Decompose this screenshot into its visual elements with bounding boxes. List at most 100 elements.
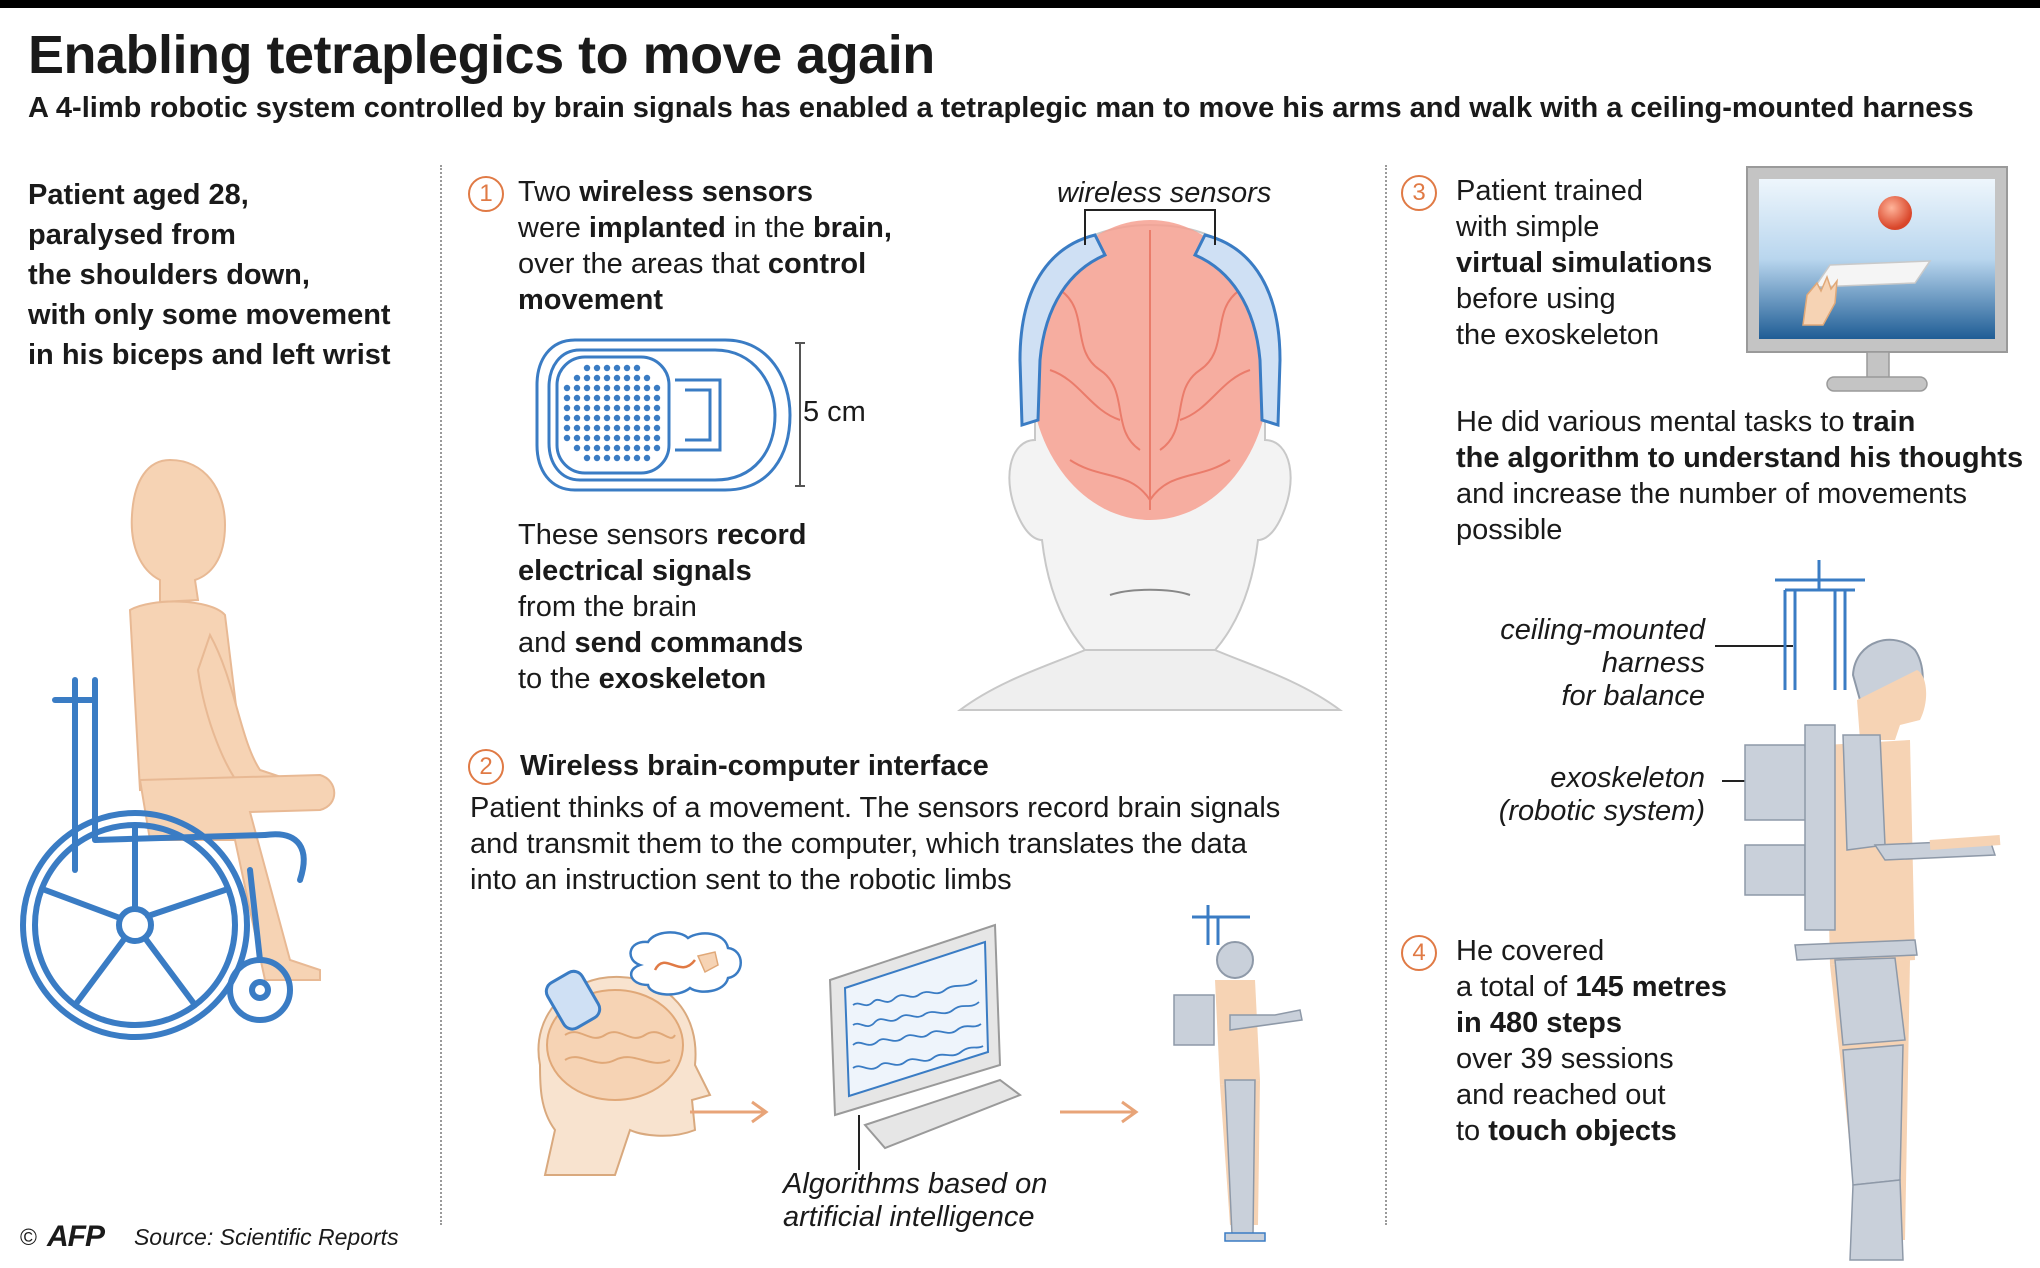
electrode-dot <box>653 434 661 442</box>
electrode-dot <box>623 394 631 402</box>
electrode-dot <box>593 364 601 372</box>
top-rule <box>0 0 2040 8</box>
exoskeleton-label: exoskeleton (robotic system) <box>1498 762 1705 827</box>
electrode-dot <box>603 374 611 382</box>
electrode-dot <box>633 414 641 422</box>
copyright-symbol: © <box>20 1223 37 1250</box>
electrode-dot <box>563 394 571 402</box>
electrode-dot <box>653 414 661 422</box>
column-divider-2 <box>1385 165 1387 1225</box>
electrode-dot <box>583 364 591 372</box>
electrode-dot <box>593 374 601 382</box>
electrode-dot <box>633 434 641 442</box>
electrode-dot <box>603 434 611 442</box>
electrode-dot <box>583 454 591 462</box>
step-2-description: Patient thinks of a movement. The sensor… <box>470 792 1281 896</box>
step-2-title: Wireless brain-computer interface <box>520 750 989 782</box>
electrode-dot <box>603 414 611 422</box>
electrode-dot <box>623 454 631 462</box>
step-3-badge: 3 <box>1401 175 1437 211</box>
electrode-dot <box>573 444 581 452</box>
electrode-dot <box>573 404 581 412</box>
electrode-array <box>563 364 661 462</box>
electrode-dot <box>643 394 651 402</box>
electrode-dot <box>633 444 641 452</box>
electrode-dot <box>573 384 581 392</box>
electrode-dot <box>643 414 651 422</box>
electrode-dot <box>593 444 601 452</box>
electrode-dot <box>583 414 591 422</box>
electrode-dot <box>593 434 601 442</box>
step-2-badge: 2 <box>468 749 504 785</box>
electrode-dot <box>623 364 631 372</box>
electrode-dot <box>583 394 591 402</box>
electrode-dot <box>593 414 601 422</box>
electrode-dot <box>613 454 621 462</box>
size-bracket <box>795 342 805 487</box>
electrode-dot <box>653 394 661 402</box>
electrode-dot <box>603 424 611 432</box>
electrode-dot <box>643 454 651 462</box>
electrode-dot <box>613 414 621 422</box>
electrode-dot <box>613 364 621 372</box>
electrode-dot <box>623 414 631 422</box>
electrode-dot <box>633 424 641 432</box>
electrode-dot <box>613 424 621 432</box>
electrode-dot <box>573 414 581 422</box>
electrode-dot <box>563 404 571 412</box>
electrode-dot <box>623 374 631 382</box>
electrode-dot <box>563 414 571 422</box>
step-4-text: He covered a total of 145 metres in 480 … <box>1456 935 1727 1147</box>
electrode-dot <box>603 404 611 412</box>
electrode-dot <box>613 404 621 412</box>
electrode-dot <box>633 454 641 462</box>
electrode-dot <box>573 394 581 402</box>
electrode-dot <box>643 374 651 382</box>
credits: © AFP Source: Scientific Reports <box>20 1220 399 1254</box>
harness-label: ceiling-mounted harness for balance <box>1500 614 1705 712</box>
electrode-dot <box>633 374 641 382</box>
electrode-dot <box>643 434 651 442</box>
electrode-dot <box>563 424 571 432</box>
electrode-dot <box>623 444 631 452</box>
electrode-dot <box>593 424 601 432</box>
electrode-dot <box>573 374 581 382</box>
harness-leader-line <box>1715 645 1793 647</box>
source-note: Source: Scientific Reports <box>133 1223 399 1250</box>
thought-bubble <box>629 931 742 996</box>
electrode-dot <box>633 364 641 372</box>
electrode-dot <box>613 374 621 382</box>
electrode-dot <box>613 444 621 452</box>
electrode-dot <box>593 404 601 412</box>
electrode-dot <box>653 384 661 392</box>
electrode-dot <box>573 424 581 432</box>
electrode-dot <box>583 434 591 442</box>
electrode-dot <box>643 444 651 452</box>
electrode-dot <box>653 424 661 432</box>
electrode-dot <box>583 444 591 452</box>
electrode-dot <box>583 424 591 432</box>
electrode-dot <box>583 384 591 392</box>
step-1-text: Two wireless sensors were implanted in t… <box>518 176 892 316</box>
mental-tasks-text: He did various mental tasks to train the… <box>1456 406 2024 546</box>
step-4-badge: 4 <box>1401 935 1437 971</box>
thinking-head-illustration <box>537 941 712 1176</box>
electrode-dot <box>633 404 641 412</box>
electrode-dot <box>613 394 621 402</box>
algorithms-label: Algorithms based on artificial intellige… <box>783 1168 1048 1233</box>
electrode-dot <box>603 454 611 462</box>
electrode-dot <box>563 434 571 442</box>
electrode-dot <box>593 454 601 462</box>
virtual-simulation-monitor <box>1746 166 2008 392</box>
page-subtitle: A 4-limb robotic system controlled by br… <box>28 92 1974 124</box>
electrode-dot <box>653 444 661 452</box>
small-exoskeleton-figure <box>1173 905 1303 1242</box>
patient-description: Patient aged 28, paralysed from the shou… <box>28 179 391 371</box>
electrode-dot <box>603 364 611 372</box>
afp-logo: AFP <box>46 1220 105 1253</box>
electrode-dot <box>563 384 571 392</box>
electrode-dot <box>583 374 591 382</box>
electrode-dot <box>593 394 601 402</box>
column-divider-1 <box>440 165 442 1225</box>
electrode-dot <box>603 444 611 452</box>
